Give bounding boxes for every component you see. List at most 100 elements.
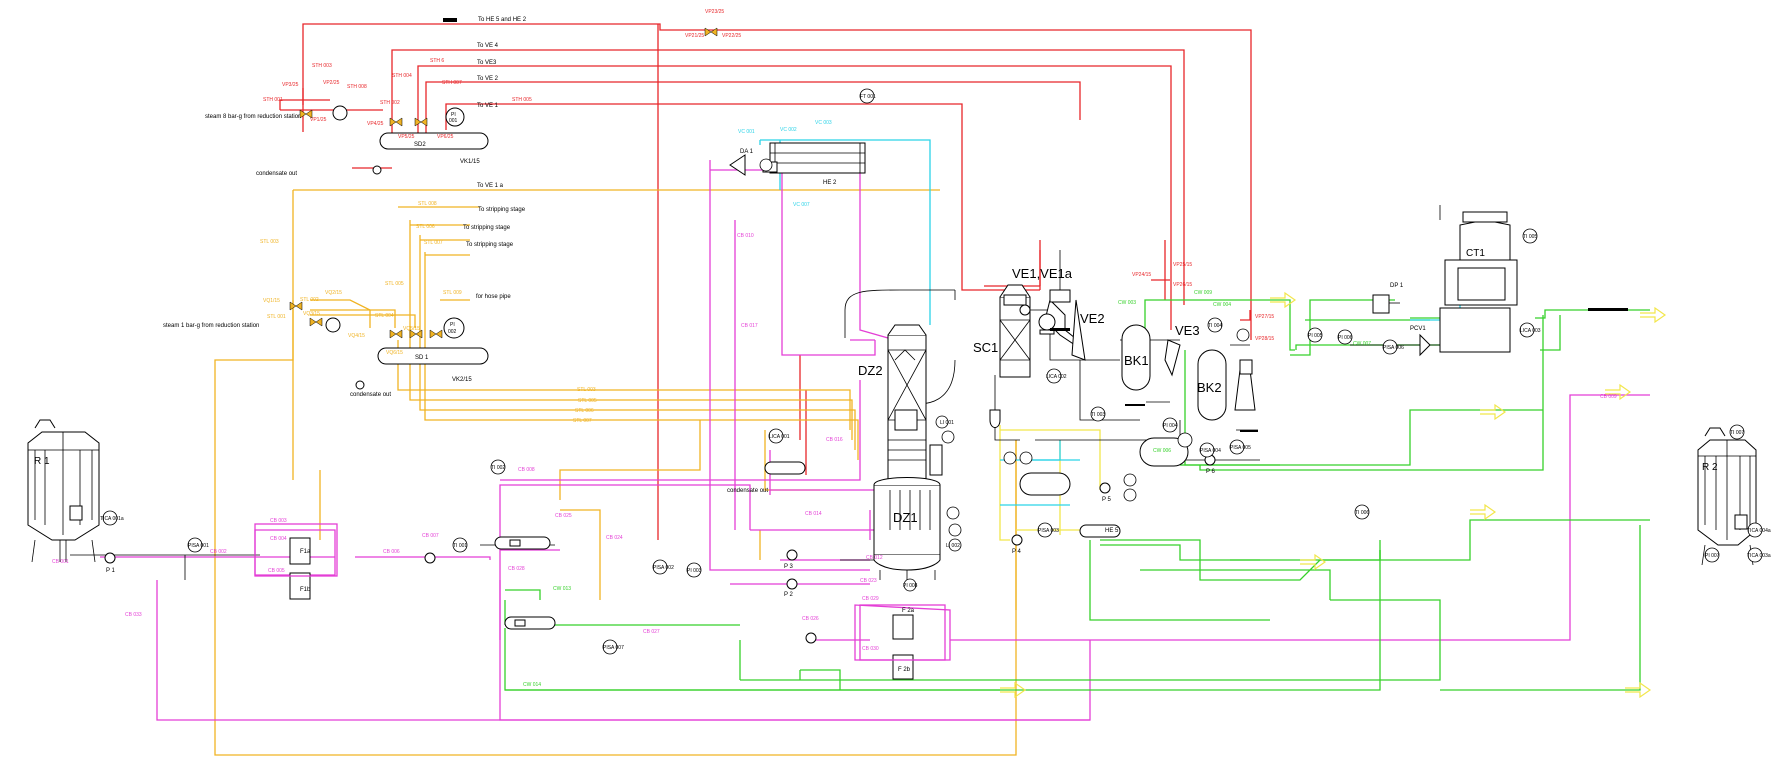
steam-valves — [299, 27, 718, 127]
black-markers — [443, 18, 1628, 432]
lbl-stl003: STL 003 — [260, 239, 279, 245]
lbl-ti006: TI 006 — [1355, 510, 1369, 516]
f1b-label: F1b — [300, 587, 311, 593]
lbl-sth008: STH 008 — [347, 84, 367, 90]
pumps: P 1 P 3 P 2 P 4 P 5 P 6 — [104, 454, 1216, 644]
lbl-li1: LI 001 — [940, 420, 954, 426]
lbl-ti001: TI 001 — [453, 543, 467, 549]
lbl-vq4: VQ4/15 — [348, 333, 365, 339]
f2a-label: F 2a — [902, 608, 915, 614]
lbl-stl004: STL 004 — [375, 313, 394, 319]
lbl-vp22: VP22/25 — [722, 33, 741, 39]
lbl-stl006b: STL 006 — [575, 408, 594, 414]
r2-label: R 2 — [1702, 462, 1718, 473]
note-steam1: steam 1 bar-g from reduction station — [163, 323, 259, 329]
lbl-vq3: VQ3/15 — [303, 311, 320, 317]
lbl-stl008: STL 008 — [418, 201, 437, 207]
dp1-pcv1: DP 1 PCV1 — [1372, 283, 1431, 357]
lbl-pisa2: PISA 002 — [653, 565, 674, 571]
lbl-lica3: LICA 003 — [1520, 328, 1541, 334]
lbl-tica1: TICA 001a — [100, 516, 124, 522]
lbl-stl005: STL 005 — [385, 281, 404, 287]
lbl-cb007: CB 007 — [422, 533, 439, 539]
condenser-he2: HE 2 DA 1 — [729, 142, 866, 186]
cb-labels: CB 001 CB 002 CB 003 CB 004 CB 005 CB 00… — [52, 233, 1617, 652]
p4-label: P 4 — [1012, 549, 1022, 555]
p5-label: P 5 — [1102, 497, 1112, 503]
note-vk215: VK2/15 — [452, 377, 472, 383]
lbl-vp5: VP5/25 — [398, 134, 415, 140]
pcv1-label: PCV1 — [1410, 326, 1426, 332]
lbl-cb003: CB 003 — [270, 518, 287, 524]
lbl-vq1: VQ1/15 — [263, 298, 280, 304]
exchangers: HE 5 — [494, 461, 1121, 630]
lbl-lica1: LICA 001 — [769, 434, 790, 440]
cw-lines — [504, 299, 1650, 691]
lbl-vp24: VP24/15 — [1132, 272, 1151, 278]
lbl-cb026: CB 026 — [802, 616, 819, 622]
lbl-vp4: VP4/25 — [367, 121, 384, 127]
lbl-vp27: VP27/15 — [1255, 314, 1274, 320]
lbl-sth001: STH 001 — [263, 97, 283, 103]
lbl-cw003: CW 003 — [1118, 300, 1136, 306]
lbl-vc003: VC 003 — [815, 120, 832, 126]
he2-label: HE 2 — [823, 180, 837, 186]
lbl-tica2: TICA 004a — [1747, 528, 1771, 534]
lbl-cb004: CB 004 — [270, 536, 287, 542]
lbl-cw014: CW 014 — [523, 682, 541, 688]
lbl-cb025: CB 025 — [555, 513, 572, 519]
lbl-lica2: LICA 002 — [1046, 374, 1067, 380]
note-to-ve3: To VE3 — [477, 60, 497, 66]
lbl-ti004: TI 004 — [1208, 323, 1222, 329]
stl-labels: STL 001 STL 002 STL 003 STL 004 STL 005 … — [260, 201, 597, 424]
lbl-stl007b: STL 007 — [573, 418, 592, 424]
r1-label: R 1 — [34, 456, 50, 467]
vc-lines — [759, 139, 1461, 506]
dz2-label: DZ2 — [858, 363, 883, 378]
lbl-stl009: STL 009 — [443, 290, 462, 296]
lbl-cw009: CW 009 — [1194, 290, 1212, 296]
lbl-vq2: VQ2/15 — [325, 290, 342, 296]
filters-f1: F1a F1b — [254, 523, 338, 600]
note-to-ve2: To VE 2 — [477, 76, 499, 82]
reactor-r2: R 2 — [1697, 427, 1757, 566]
lbl-vq5: VQ5/15 — [403, 326, 420, 332]
dp1-label: DP 1 — [1390, 283, 1404, 289]
valves — [289, 301, 443, 339]
bk2-label: BK2 — [1197, 380, 1222, 395]
ct1-label: CT1 — [1466, 248, 1485, 259]
lbl-cw007: CW 007 — [1353, 341, 1371, 347]
lbl-cb017: CB 017 — [741, 323, 758, 329]
lbl-cw004: CW 004 — [1213, 302, 1231, 308]
note-hose: for hose pipe — [476, 294, 511, 300]
note-strip-1: To stripping stage — [478, 207, 526, 213]
sd1-label: SD 1 — [415, 355, 429, 361]
bk1-label: BK1 — [1124, 353, 1149, 368]
lbl-sth007: STH 007 — [442, 80, 462, 86]
lbl-stl003b: STL 003 — [577, 387, 596, 393]
lbl-pisa6: PISA 006 — [1383, 345, 1404, 351]
lbl-tica3: TICA 003a — [1747, 553, 1771, 559]
lbl-sth006: STH 6 — [430, 58, 444, 64]
note-to-ve1: To VE 1 — [477, 103, 499, 109]
lbl-pisa1: PISA 001 — [188, 543, 209, 549]
reactor-r1: R 1 — [27, 419, 100, 563]
lbl-vc002: VC 002 — [780, 127, 797, 133]
pi001-top: PI — [451, 112, 456, 118]
lbl-pi004: PI 004 — [1163, 423, 1178, 429]
notes: To HE 5 and HE 2 To VE 4 To VE3 To VE 2 … — [163, 17, 768, 494]
lbl-cb006: CB 006 — [383, 549, 400, 555]
lbl-sth003: STH 003 — [312, 63, 332, 69]
instrument-bubbles — [102, 88, 1763, 655]
column-sc1: SC1 — [973, 284, 1031, 428]
he5-label: HE 5 — [1105, 528, 1119, 534]
lbl-ftl1: FT 001 — [860, 94, 876, 100]
lbl-cw013: CW 013 — [553, 586, 571, 592]
p1-label: P 1 — [106, 568, 116, 574]
p3-label: P 3 — [784, 564, 794, 570]
da1-label: DA 1 — [740, 149, 754, 155]
note-vk115: VK1/15 — [460, 159, 480, 165]
note-to-ve1a: To VE 1 a — [477, 183, 504, 189]
lbl-pi006: PI 006 — [1338, 335, 1353, 341]
sc1-label: SC1 — [973, 340, 998, 355]
